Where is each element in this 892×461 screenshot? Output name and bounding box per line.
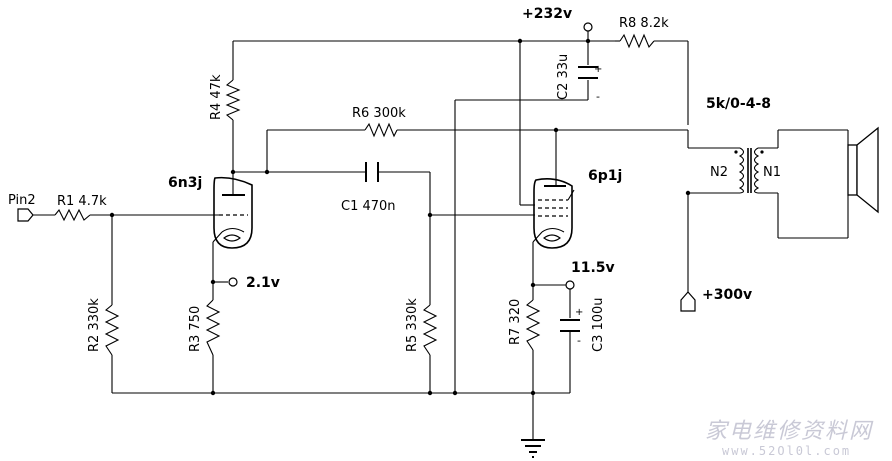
label-r8: R8 8.2k xyxy=(619,16,669,31)
speaker-icon xyxy=(847,126,879,214)
resistor-r4 xyxy=(225,79,241,121)
resistor-r6 xyxy=(364,122,398,138)
label-cathode2-voltage: 11.5v xyxy=(571,260,615,276)
tube-6n3j xyxy=(200,176,253,249)
label-c2-plus: + xyxy=(594,64,602,75)
resistor-r5 xyxy=(422,304,438,356)
capacitor-c1 xyxy=(365,162,379,182)
plus300-connector-icon xyxy=(680,291,696,312)
label-r4: R4 47k xyxy=(209,74,224,120)
label-r5: R5 330k xyxy=(405,298,420,352)
ground-icon xyxy=(521,439,545,458)
label-tube-6n3j: 6n3j xyxy=(168,175,202,191)
resistor-r7 xyxy=(525,299,541,351)
label-c2-minus: - xyxy=(596,90,600,103)
label-tube-6p1j: 6p1j xyxy=(588,168,622,184)
label-n1: N1 xyxy=(763,165,781,180)
label-n2: N2 xyxy=(710,165,728,180)
label-cathode1-voltage: 2.1v xyxy=(246,275,280,291)
label-pin2: Pin2 xyxy=(8,193,36,208)
junctions xyxy=(109,38,691,396)
label-transformer: 5k/0-4-8 xyxy=(706,96,771,112)
label-b-plus-232: +232v xyxy=(522,6,572,22)
label-c3-minus: - xyxy=(577,334,581,347)
label-c3: C3 100u xyxy=(591,297,606,352)
watermark-url: www.52Ol0l.com xyxy=(722,444,851,458)
wires xyxy=(32,40,849,440)
capacitor-c3 xyxy=(560,319,580,332)
resistor-r2 xyxy=(104,304,120,356)
output-transformer xyxy=(734,147,764,194)
label-r3: R3 750 xyxy=(188,306,203,352)
label-c3-plus: + xyxy=(575,307,583,318)
label-r6: R6 300k xyxy=(352,106,406,121)
label-c1: C1 470n xyxy=(341,199,396,214)
resistor-r3 xyxy=(205,299,221,356)
tube-6p1j xyxy=(532,178,575,249)
resistor-r1 xyxy=(54,208,91,222)
capacitor-c2 xyxy=(578,66,598,79)
resistor-r8 xyxy=(619,33,655,49)
test-points xyxy=(228,22,593,290)
pin2-connector-icon xyxy=(17,208,34,222)
label-c2: C2 33u xyxy=(556,54,571,100)
label-b-plus-300: +300v xyxy=(702,287,752,303)
label-r7: R7 320 xyxy=(508,299,523,345)
label-r2: R2 330k xyxy=(87,298,102,352)
watermark-text: 家电维修资料网 xyxy=(705,419,874,444)
label-r1: R1 4.7k xyxy=(57,194,107,209)
